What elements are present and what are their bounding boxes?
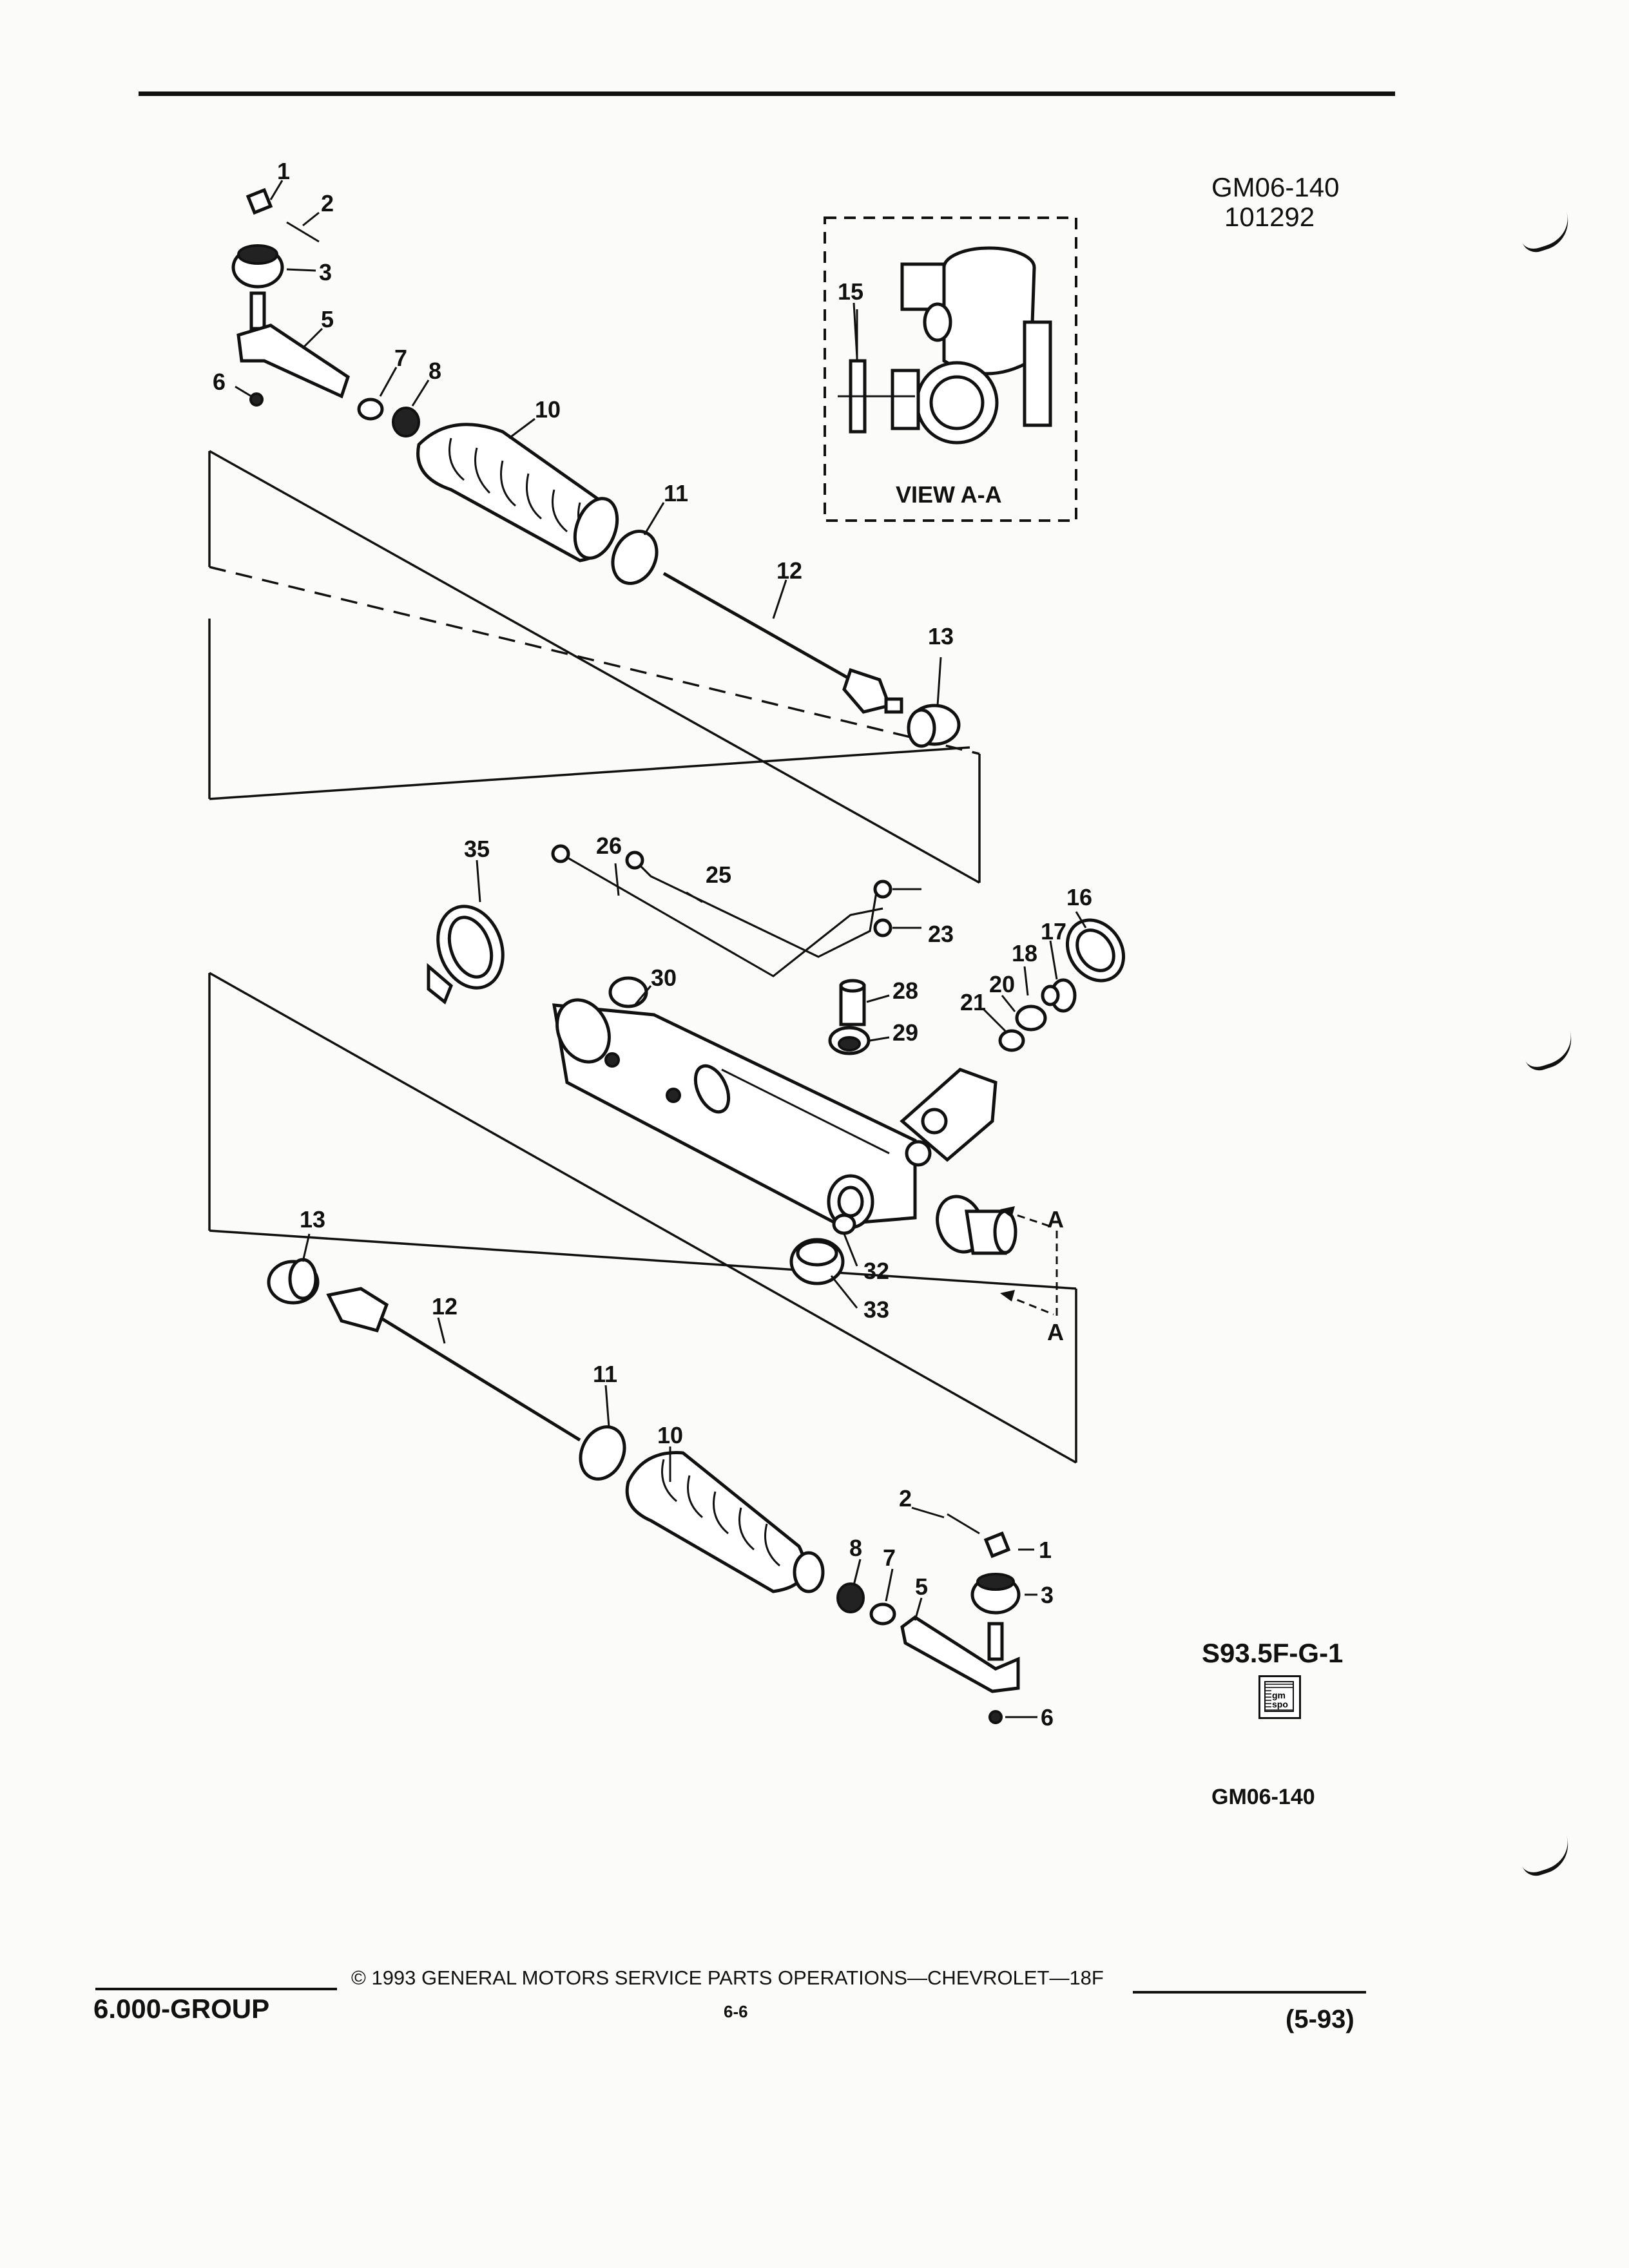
upper-bushing xyxy=(907,704,961,748)
gm-spo-logo-text: gm spo xyxy=(1271,1690,1293,1709)
reference-date: 101292 xyxy=(1224,202,1315,232)
footer-group: 6.000-GROUP xyxy=(93,1994,270,2024)
reference-code: GM06-140 xyxy=(1211,172,1340,202)
view-aa-inset: VIEW A-A xyxy=(824,216,1077,522)
callout-28: 28 xyxy=(892,977,918,1004)
section-a-label-top: A xyxy=(1047,1206,1064,1233)
lower-boot-clamp xyxy=(579,1425,626,1481)
callout-7-top: 7 xyxy=(394,345,407,371)
callout-23: 23 xyxy=(928,921,954,947)
footer-right-rule xyxy=(1133,1991,1366,1994)
callout-33: 33 xyxy=(863,1296,889,1323)
callout-5-top: 5 xyxy=(321,306,334,332)
figure-code: GM06-140 xyxy=(1211,1785,1315,1809)
callout-30: 30 xyxy=(651,965,677,991)
callout-7-bottom: 7 xyxy=(883,1544,896,1571)
view-aa-label: VIEW A-A xyxy=(896,481,1002,508)
callout-20: 20 xyxy=(989,971,1015,997)
callout-1-top: 1 xyxy=(277,158,290,184)
adjuster-plug xyxy=(828,979,871,1055)
footer-copyright: © 1993 GENERAL MOTORS SERVICE PARTS OPER… xyxy=(351,1966,1104,1989)
callout-5-bottom: 5 xyxy=(915,1573,928,1600)
upper-inner-tie-rod xyxy=(662,572,903,714)
top-rule xyxy=(139,91,1395,96)
callout-35: 35 xyxy=(464,836,490,862)
callout-3-top: 3 xyxy=(319,259,332,285)
callout-11-bottom: 11 xyxy=(593,1361,617,1387)
callout-15: 15 xyxy=(838,278,863,305)
callout-32: 32 xyxy=(863,1258,889,1284)
callout-10-bottom: 10 xyxy=(657,1422,683,1448)
callout-26: 26 xyxy=(596,832,622,859)
callout-18: 18 xyxy=(1012,940,1037,966)
callout-11-top: 11 xyxy=(664,480,688,506)
callout-13-top: 13 xyxy=(928,623,954,649)
section-a-label-bottom: A xyxy=(1047,1319,1064,1345)
upper-frame xyxy=(208,450,981,884)
callout-6-top: 6 xyxy=(213,369,226,395)
callout-12-top: 12 xyxy=(776,557,802,584)
lower-bushing xyxy=(267,1258,320,1305)
fluid-lines xyxy=(551,844,921,977)
lower-boot xyxy=(625,1451,825,1593)
footer-left-rule xyxy=(95,1988,337,1990)
upper-tie-rod-end xyxy=(231,187,420,437)
callout-12-bottom: 12 xyxy=(432,1293,458,1320)
section-a-markers: A A xyxy=(1000,1206,1064,1345)
mounting-clamp xyxy=(427,905,505,1005)
lower-inner-tie-rod xyxy=(326,1287,581,1442)
callout-16: 16 xyxy=(1066,884,1092,910)
callout-2-top: 2 xyxy=(321,190,334,216)
gm-spo-logo-mark: gm spo xyxy=(1264,1681,1294,1712)
callout-6-bottom: 6 xyxy=(1041,1704,1054,1731)
callout-29: 29 xyxy=(892,1019,918,1046)
lower-tie-rod-end xyxy=(836,1513,1021,1724)
callout-2-bottom: 2 xyxy=(899,1485,912,1512)
rack-housing xyxy=(552,976,1017,1255)
callout-10-top: 10 xyxy=(535,396,561,423)
footer-date: (5-93) xyxy=(1286,2005,1354,2033)
callout-3-bottom: 3 xyxy=(1041,1582,1054,1608)
callout-1-bottom: 1 xyxy=(1039,1537,1052,1563)
callout-labels: 1 2 3 5 6 7 8 10 11 12 13 15 16 17 18 20… xyxy=(213,158,1092,1731)
pinion-seal-set xyxy=(998,918,1126,1052)
lower-frame xyxy=(208,972,1077,1464)
callout-8-top: 8 xyxy=(429,358,441,384)
lower-plug-seal xyxy=(789,1213,856,1285)
upper-boot xyxy=(416,423,619,562)
callout-8-bottom: 8 xyxy=(849,1535,862,1561)
callout-25: 25 xyxy=(706,861,731,888)
footer-page-number: 6-6 xyxy=(724,2002,748,2021)
catalog-code: S93.5F-G-1 xyxy=(1202,1638,1344,1668)
callout-leaders xyxy=(235,180,1087,1718)
gm-spo-logo: gm spo xyxy=(1258,1675,1301,1719)
callout-17: 17 xyxy=(1041,918,1066,945)
callout-21: 21 xyxy=(960,989,986,1015)
callout-13-bottom: 13 xyxy=(300,1206,325,1233)
